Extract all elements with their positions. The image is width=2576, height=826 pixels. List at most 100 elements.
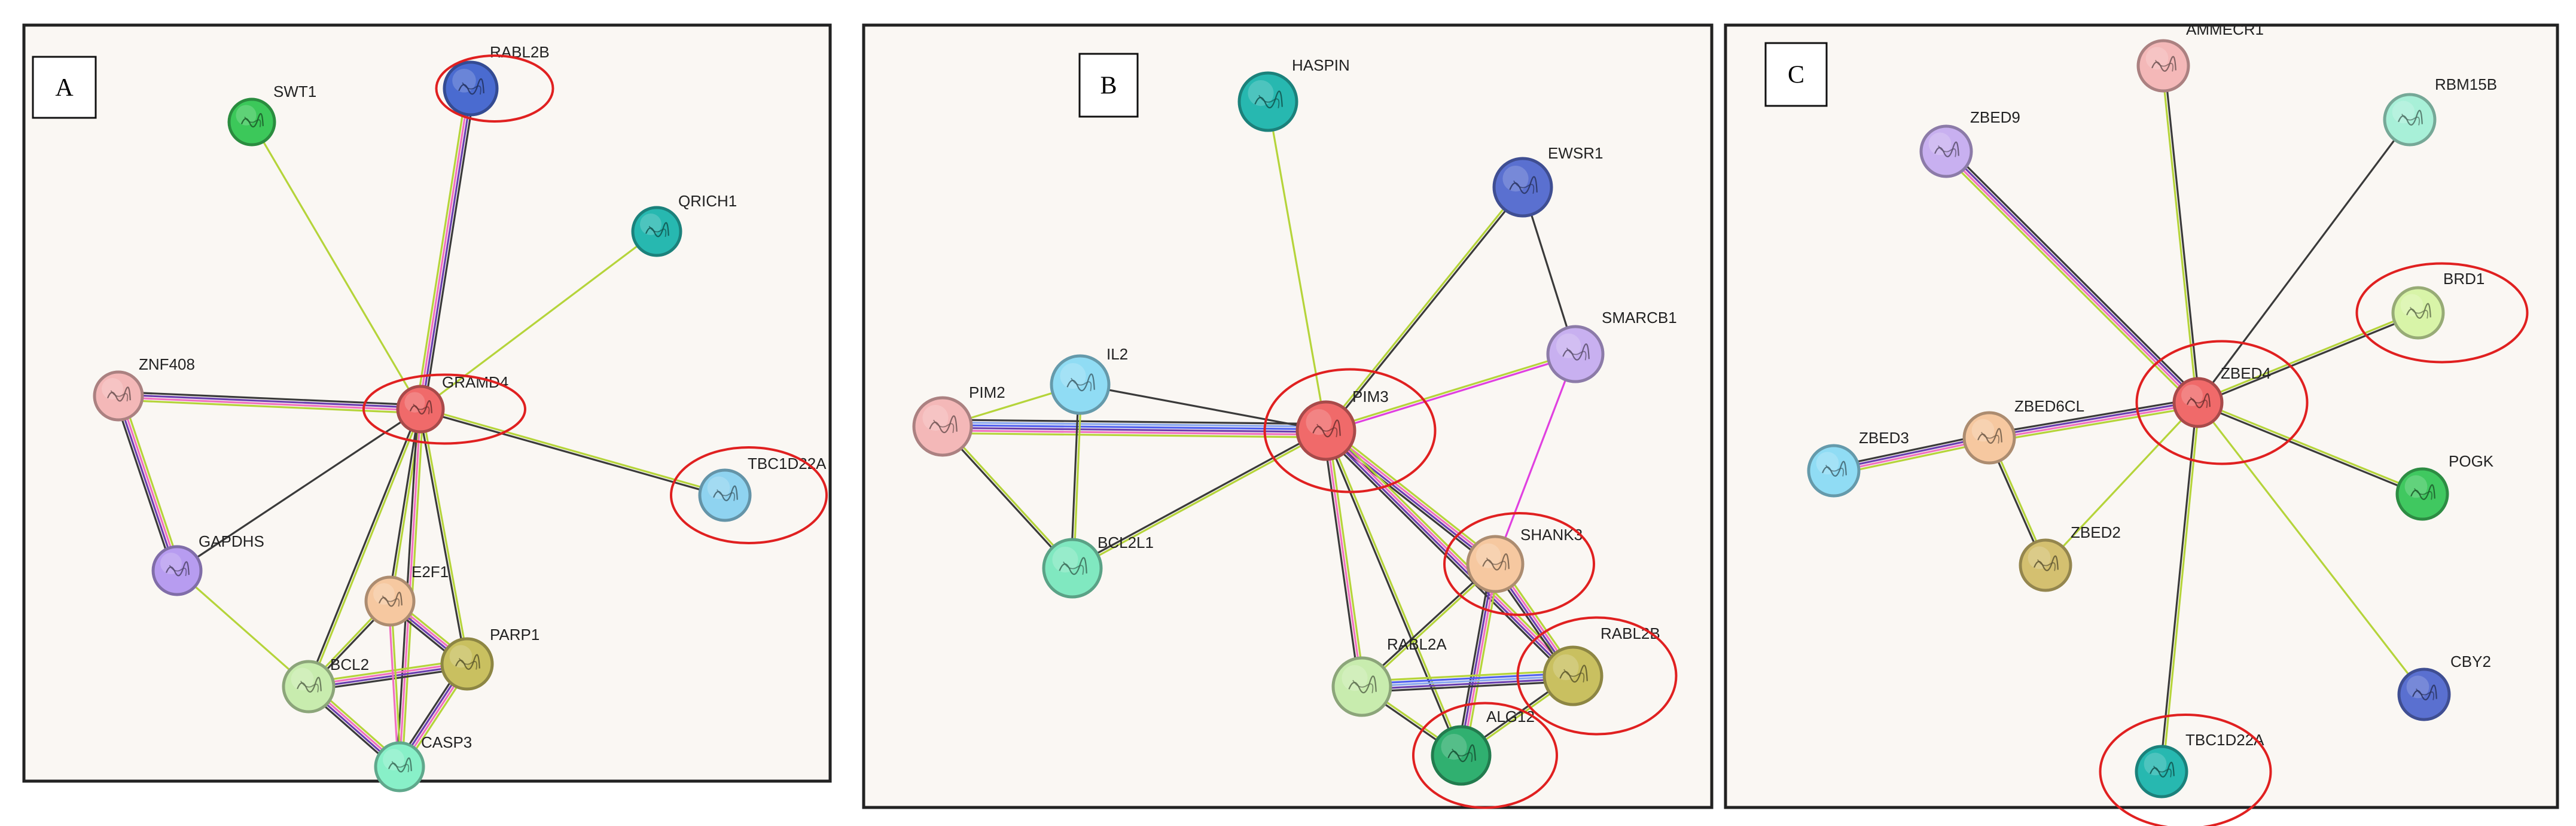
protein-node-qrich1[interactable]: QRICH1 — [631, 192, 737, 257]
edge-strand — [176, 408, 421, 572]
protein-structure-icon — [2150, 761, 2175, 778]
highlight-ring — [2355, 262, 2529, 364]
protein-structure-icon — [458, 78, 484, 95]
node-gloss — [1441, 734, 1467, 760]
protein-node-cby2[interactable]: CBY2 — [2397, 653, 2491, 721]
protein-node-ewsr1[interactable]: EWSR1 — [1492, 144, 1603, 218]
protein-node-ammecr1[interactable]: AMMECR1 — [2136, 20, 2264, 93]
node-label: IL2 — [1106, 345, 1128, 363]
node-label: RBM15B — [2435, 75, 2497, 93]
edge-strand — [1326, 187, 1525, 432]
interaction-edge-zbed4-rbm15b — [2197, 119, 2411, 403]
node-gloss — [2145, 47, 2169, 70]
protein-structure-icon — [388, 757, 412, 773]
edge-strand — [1324, 431, 1573, 678]
panel-letter-box — [1078, 53, 1139, 118]
node-gloss — [383, 749, 404, 770]
protein-structure-icon — [645, 222, 669, 237]
protein-node-znf408[interactable]: ZNF408 — [93, 355, 195, 422]
edge-strand — [1072, 431, 1327, 571]
protein-structure-icon — [1562, 343, 1590, 361]
protein-node-bcl2l1[interactable]: BCL2L1 — [1042, 534, 1154, 599]
protein-structure-icon — [378, 592, 403, 607]
node-label: TBC1D22A — [2185, 731, 2264, 749]
edge-strand — [1944, 151, 2198, 404]
node-gloss — [452, 69, 476, 93]
interaction-edge-gramd4-znf408 — [118, 391, 421, 414]
node-gloss — [1060, 363, 1086, 389]
interaction-edge-smarcb1-shank3 — [1494, 353, 1577, 565]
protein-node-shank3[interactable]: SHANK3 — [1443, 512, 1595, 616]
highlight-ring — [2135, 340, 2309, 465]
edge-strand — [1328, 427, 1577, 674]
protein-node-rabl2b[interactable]: RABL2B — [1516, 616, 1678, 736]
highlight-ring — [435, 54, 554, 123]
protein-node-pogk[interactable]: POGK — [2395, 452, 2494, 521]
protein-node-tbc1d22a[interactable]: TBC1D22A — [2099, 714, 2272, 826]
protein-structure-icon — [1822, 461, 1847, 477]
edge-strand — [1989, 400, 2198, 438]
protein-node-pim3[interactable]: PIM3 — [1263, 368, 1437, 493]
protein-node-gramd4[interactable]: GRAMD4 — [362, 373, 526, 445]
protein-structure-icon — [1509, 176, 1538, 194]
protein-structure-icon — [1447, 744, 1476, 763]
protein-structure-icon — [1059, 557, 1087, 575]
protein-node-gapdhs[interactable]: GAPDHS — [151, 532, 264, 596]
node-label: BRD1 — [2443, 270, 2484, 288]
protein-structure-icon — [106, 386, 131, 402]
interaction-edge-gramd4-swt1 — [251, 121, 422, 410]
node-label: QRICH1 — [678, 192, 737, 210]
node-gloss — [1476, 543, 1501, 568]
protein-node-parp1[interactable]: PARP1 — [440, 626, 539, 691]
highlight-ring — [1516, 616, 1678, 736]
node-gloss — [1502, 166, 1529, 192]
protein-node-swt1[interactable]: SWT1 — [227, 83, 316, 147]
highlight-ring — [1443, 512, 1595, 616]
edge-strand — [1943, 153, 2196, 406]
protein-node-casp3[interactable]: CASP3 — [374, 733, 472, 793]
node-gloss — [922, 405, 949, 431]
highlight-ring — [2099, 714, 2272, 826]
protein-node-bcl2[interactable]: BCL2 — [282, 656, 369, 714]
interaction-edge-gramd4-rabl2b — [415, 87, 476, 410]
protein-node-pim2[interactable]: PIM2 — [912, 383, 1005, 457]
edge-strand — [309, 664, 468, 689]
edge-strand — [1322, 431, 1361, 687]
node-gloss — [1928, 132, 1952, 156]
edge-strand — [1324, 431, 1461, 757]
protein-node-zbed3[interactable]: ZBED3 — [1807, 429, 1909, 498]
node-label: ALG12 — [1486, 708, 1535, 726]
protein-node-zbed9[interactable]: ZBED9 — [1919, 108, 2020, 178]
protein-node-rbm15b[interactable]: RBM15B — [2383, 75, 2497, 147]
protein-structure-icon — [240, 113, 264, 128]
edge-strand — [2159, 402, 2198, 772]
protein-node-rabl2a[interactable]: RABL2A — [1331, 635, 1447, 717]
node-gloss — [1816, 452, 1839, 475]
protein-node-smarcb1[interactable]: SMARCB1 — [1546, 309, 1677, 383]
edge-strand — [942, 429, 1326, 436]
panel-letter: C — [1788, 62, 1804, 89]
protein-node-tbc1d22a[interactable]: TBC1D22A — [670, 446, 828, 544]
protein-node-haspin[interactable]: HASPIN — [1237, 56, 1350, 132]
edge-strand — [2197, 310, 2418, 403]
protein-node-rabl2b[interactable]: RABL2B — [435, 43, 554, 123]
node-label: AMMECR1 — [2186, 20, 2264, 38]
node-gloss — [1306, 409, 1332, 435]
node-label: ZNF408 — [139, 355, 195, 373]
edge-strand — [418, 409, 467, 665]
protein-structure-icon — [1066, 373, 1095, 392]
highlight-ring — [1263, 368, 1437, 493]
interaction-edge-pim2-bcl2l1 — [941, 425, 1074, 570]
protein-node-il2[interactable]: IL2 — [1050, 345, 1128, 415]
protein-node-zbed2[interactable]: ZBED2 — [2019, 523, 2121, 592]
protein-node-brd1[interactable]: BRD1 — [2355, 262, 2529, 364]
protein-node-alg12[interactable]: ALG12 — [1412, 702, 1558, 809]
protein-structure-icon — [2034, 555, 2059, 571]
edge-strand — [1361, 669, 1573, 682]
edge-strand — [1946, 150, 2200, 403]
edge-strand — [1325, 430, 1363, 687]
protein-node-zbed6cl[interactable]: ZBED6CL — [1962, 397, 2084, 465]
edge-strand — [2198, 400, 2423, 494]
protein-node-e2f1[interactable]: E2F1 — [364, 563, 449, 627]
protein-node-zbed4[interactable]: ZBED4 — [2135, 340, 2309, 465]
